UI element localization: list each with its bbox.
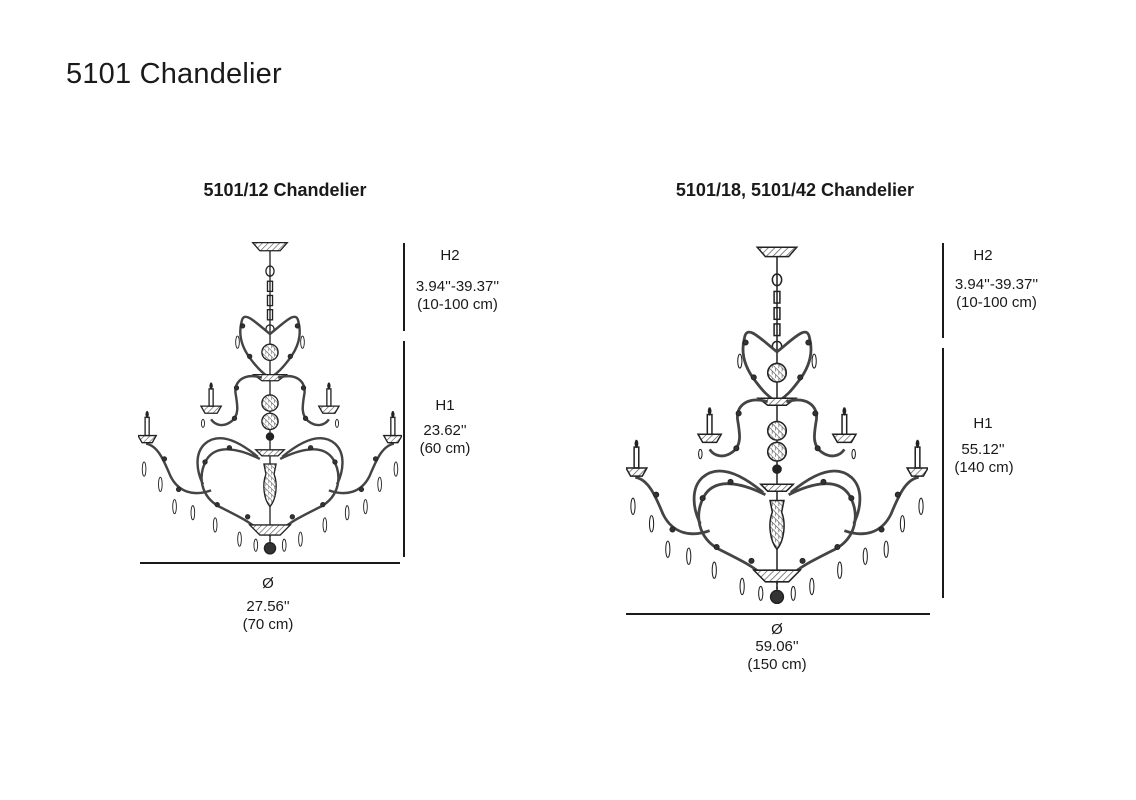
h1-dimension-line xyxy=(942,348,944,598)
diameter-symbol: Ø xyxy=(771,621,783,638)
diameter-inches: 59.06'' xyxy=(755,638,799,655)
h2-cm: (10-100 cm) xyxy=(956,294,1037,311)
h2-dimension-line xyxy=(403,243,405,331)
h2-dimension-line xyxy=(942,243,944,338)
h1-dimension-line xyxy=(403,341,405,557)
h1-cm: (140 cm) xyxy=(954,459,1014,476)
h2-label: H2 xyxy=(973,247,993,264)
page-title: 5101 Chandelier xyxy=(66,58,282,90)
diameter-dimension-line xyxy=(626,613,930,615)
chandelier-drawing xyxy=(138,241,402,556)
diameter-inches: 27.56'' xyxy=(246,598,290,615)
h1-cm: (60 cm) xyxy=(419,440,471,457)
diameter-cm: (70 cm) xyxy=(242,616,294,633)
h1-inches: 23.62'' xyxy=(423,422,467,439)
diameter-cm: (150 cm) xyxy=(747,656,807,673)
model-title: 5101/18, 5101/42 Chandelier xyxy=(675,180,915,200)
h1-inches: 55.12'' xyxy=(961,441,1005,458)
h2-cm: (10-100 cm) xyxy=(417,296,498,313)
h2-label: H2 xyxy=(440,247,460,264)
diameter-symbol: Ø xyxy=(262,575,274,592)
h2-inches: 3.94''-39.37'' xyxy=(954,276,1039,293)
diameter-dimension-line xyxy=(140,562,400,564)
model-title: 5101/12 Chandelier xyxy=(203,180,367,200)
h2-inches: 3.94''-39.37'' xyxy=(415,278,500,295)
h1-label: H1 xyxy=(435,397,455,414)
h1-label: H1 xyxy=(973,415,993,432)
chandelier-drawing xyxy=(626,245,928,605)
